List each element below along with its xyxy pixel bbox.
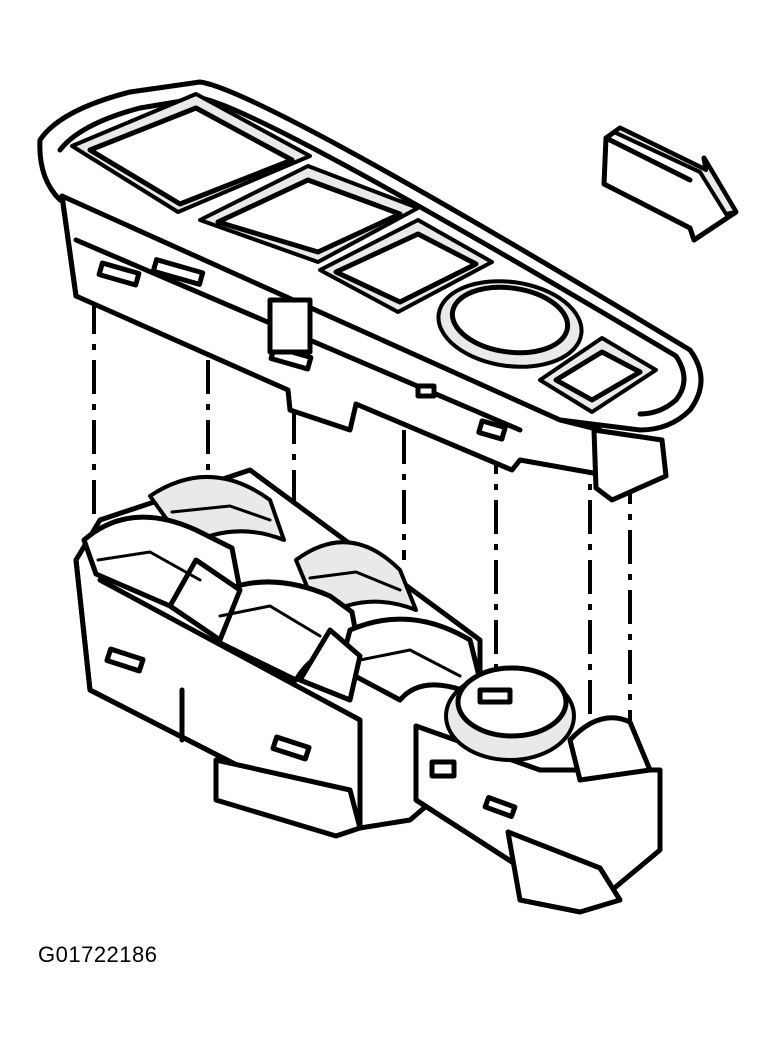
connector-block (413, 665, 663, 915)
retaining-clip (591, 427, 669, 503)
slot (96, 260, 142, 288)
slot (477, 687, 513, 705)
slot (150, 257, 206, 287)
connector-plug (505, 829, 623, 915)
direction-arrow-icon (601, 125, 739, 243)
slot (415, 383, 437, 399)
retaining-tab (267, 297, 313, 355)
slot (476, 418, 508, 442)
slot (104, 646, 146, 674)
slot (482, 795, 518, 819)
switch-bezel (37, 79, 704, 503)
slot (270, 734, 312, 762)
switch-assembly (73, 467, 483, 839)
slot (429, 759, 457, 779)
rocker-button (337, 616, 483, 703)
figure-code: G01722186 (38, 942, 158, 967)
lock-switch (567, 715, 653, 783)
